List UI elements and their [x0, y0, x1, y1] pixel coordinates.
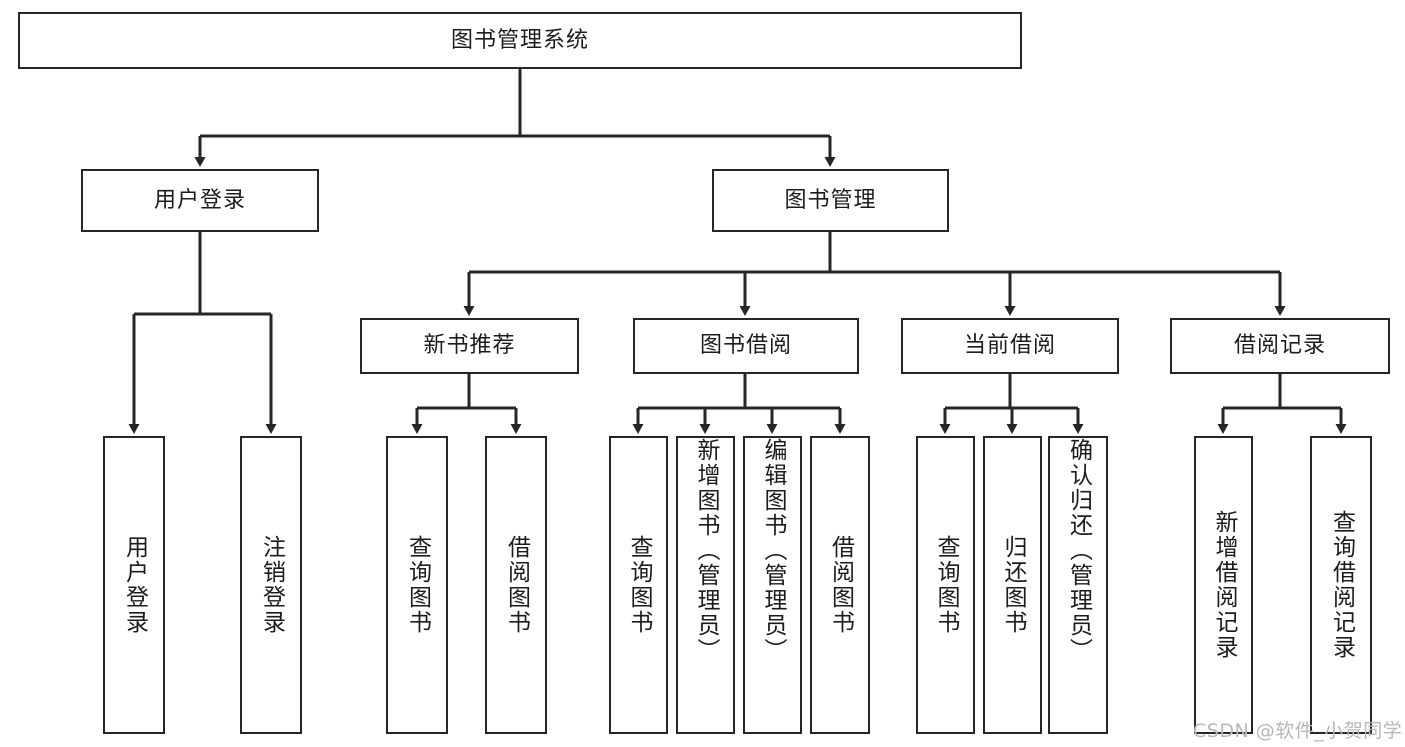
node-leaf-rec-borrow-label: 借阅图书 [503, 535, 530, 635]
node-leaf-rec-borrow[interactable]: 借阅图书 [485, 436, 547, 734]
leaf-text-wrap: 注销登录 [258, 438, 285, 732]
leaf-text-wrap: 确认归还（管理员） [1065, 438, 1092, 732]
leaf-text-wrap: 借阅图书 [503, 438, 530, 732]
node-leaf-cur-confirm[interactable]: 确认归还（管理员） [1048, 436, 1108, 734]
node-leaf-cur-confirm-label: 确认归还（管理员） [1065, 438, 1092, 663]
node-leaf-borrow-add[interactable]: 新增图书（管理员） [676, 436, 735, 734]
leaf-text-wrap: 用户登录 [121, 438, 148, 732]
node-root[interactable]: 图书管理系统 [18, 12, 1022, 69]
node-book-manage[interactable]: 图书管理 [712, 169, 949, 232]
csdn-watermark: CSDN @软件_小贺同学 [1193, 720, 1403, 742]
leaf-text-wrap: 查询图书 [933, 438, 959, 732]
node-leaf-borrow-add-label: 新增图书（管理员） [693, 438, 719, 663]
node-current-borrow[interactable]: 当前借阅 [901, 318, 1119, 374]
node-leaf-record-add-label: 新增借阅记录 [1211, 510, 1237, 660]
node-leaf-borrow-lend[interactable]: 借阅图书 [810, 436, 870, 734]
leaf-text-wrap: 新增图书（管理员） [693, 438, 719, 732]
leaf-text-wrap: 借阅图书 [827, 438, 854, 732]
leaf-text-wrap: 新增借阅记录 [1211, 438, 1237, 732]
node-leaf-borrow-edit[interactable]: 编辑图书（管理员） [743, 436, 802, 734]
leaf-text-wrap: 编辑图书（管理员） [760, 438, 786, 732]
node-book-borrow[interactable]: 图书借阅 [633, 318, 859, 374]
node-leaf-user-login[interactable]: 用户登录 [103, 436, 165, 734]
leaf-text-wrap: 查询借阅记录 [1328, 438, 1355, 732]
node-root-label: 图书管理系统 [450, 27, 589, 53]
node-borrow-record-label: 借阅记录 [1233, 333, 1326, 359]
node-leaf-user-logout[interactable]: 注销登录 [240, 436, 302, 734]
node-leaf-cur-return-label: 归还图书 [1000, 535, 1026, 635]
node-book-borrow-label: 图书借阅 [699, 333, 792, 359]
node-user-login-label: 用户登录 [153, 187, 246, 213]
node-new-book-recommend[interactable]: 新书推荐 [360, 318, 579, 374]
node-borrow-record[interactable]: 借阅记录 [1170, 318, 1390, 374]
node-leaf-borrow-query-label: 查询图书 [626, 535, 652, 635]
node-leaf-borrow-lend-label: 借阅图书 [827, 535, 854, 635]
node-leaf-rec-query[interactable]: 查询图书 [386, 436, 448, 734]
node-new-book-recommend-label: 新书推荐 [423, 333, 516, 359]
node-leaf-user-logout-label: 注销登录 [258, 535, 285, 635]
node-leaf-cur-query-label: 查询图书 [933, 535, 959, 635]
node-current-borrow-label: 当前借阅 [963, 333, 1056, 359]
node-user-login[interactable]: 用户登录 [81, 169, 319, 232]
node-leaf-record-add[interactable]: 新增借阅记录 [1194, 436, 1253, 734]
node-leaf-record-query[interactable]: 查询借阅记录 [1310, 436, 1372, 734]
leaf-text-wrap: 查询图书 [404, 438, 431, 732]
leaf-text-wrap: 查询图书 [626, 438, 652, 732]
node-leaf-cur-return[interactable]: 归还图书 [983, 436, 1042, 734]
node-book-manage-label: 图书管理 [784, 187, 877, 213]
node-leaf-record-query-label: 查询借阅记录 [1328, 510, 1355, 660]
node-leaf-user-login-label: 用户登录 [121, 535, 148, 635]
node-leaf-borrow-query[interactable]: 查询图书 [609, 436, 668, 734]
node-leaf-borrow-edit-label: 编辑图书（管理员） [760, 438, 786, 663]
leaf-text-wrap: 归还图书 [1000, 438, 1026, 732]
node-leaf-cur-query[interactable]: 查询图书 [916, 436, 975, 734]
node-leaf-rec-query-label: 查询图书 [404, 535, 431, 635]
